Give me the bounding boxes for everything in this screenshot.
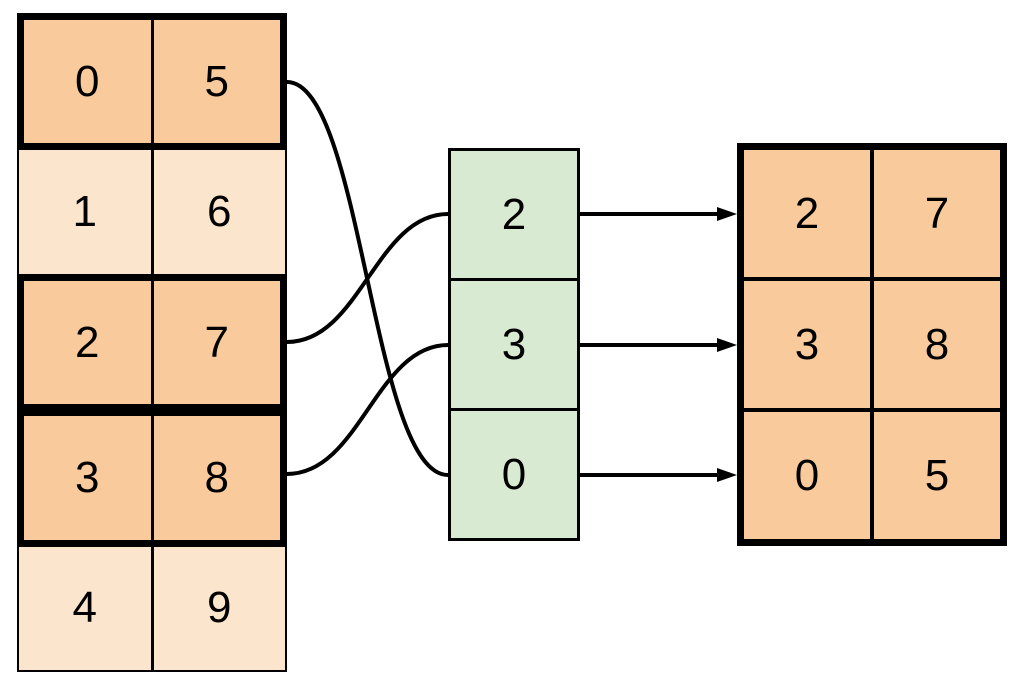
source-row-0-highlighted: 0 5 bbox=[17, 13, 287, 151]
arrow-index-3-to-output-row-1 bbox=[580, 338, 737, 352]
source-cell-r3c0: 3 bbox=[24, 416, 154, 540]
index-cell-1: 3 bbox=[451, 281, 577, 411]
source-cell-r0c0: 0 bbox=[24, 20, 154, 144]
output-cell-r1c1: 8 bbox=[924, 319, 950, 369]
source-cell-r1c1: 6 bbox=[153, 150, 285, 274]
arrowhead-icon bbox=[717, 468, 737, 482]
output-cell-r1c0: 3 bbox=[744, 281, 874, 408]
index-cell-0: 2 bbox=[451, 151, 577, 281]
output-cell-r2c1: 5 bbox=[924, 450, 950, 500]
curve-source-row3-to-index-cell-3 bbox=[286, 343, 449, 476]
arrowhead-icon bbox=[717, 338, 737, 352]
curve-source-row2-to-index-cell-2 bbox=[286, 212, 449, 344]
output-table: 2 7 3 8 0 5 bbox=[737, 143, 1007, 546]
source-row-4: 4 9 bbox=[17, 544, 287, 673]
output-row-0: 2 7 bbox=[744, 150, 1000, 281]
source-row-2-highlighted: 2 7 bbox=[17, 273, 287, 412]
source-cell-r3c1: 8 bbox=[153, 416, 280, 540]
source-row-1: 1 6 bbox=[17, 148, 287, 276]
output-cell-r2c0: 0 bbox=[744, 412, 874, 539]
arrow-index-0-to-output-row-2 bbox=[580, 468, 737, 482]
output-cell-r0c1: 7 bbox=[924, 188, 950, 238]
source-cell-r2c1: 7 bbox=[153, 280, 280, 405]
arrow-index-2-to-output-row-0 bbox=[580, 207, 737, 221]
source-cell-r2c0: 2 bbox=[24, 280, 154, 405]
index-cell-2: 0 bbox=[501, 449, 527, 499]
source-cell-r4c1: 9 bbox=[153, 546, 285, 671]
source-row-3-highlighted: 3 8 bbox=[17, 409, 287, 547]
index-column: 2 3 0 bbox=[448, 148, 580, 541]
curve-source-row0-to-index-cell-0 bbox=[286, 80, 449, 477]
source-table: 0 5 1 6 2 7 3 8 4 9 bbox=[17, 13, 287, 673]
source-cell-r1c0: 1 bbox=[19, 150, 154, 274]
output-row-2: 0 5 bbox=[744, 412, 1000, 539]
source-cell-r4c0: 4 bbox=[19, 546, 154, 671]
source-cell-r0c1: 5 bbox=[153, 20, 280, 144]
output-row-1: 3 8 bbox=[744, 281, 1000, 412]
arrowhead-icon bbox=[717, 207, 737, 221]
output-cell-r0c0: 2 bbox=[744, 150, 874, 277]
